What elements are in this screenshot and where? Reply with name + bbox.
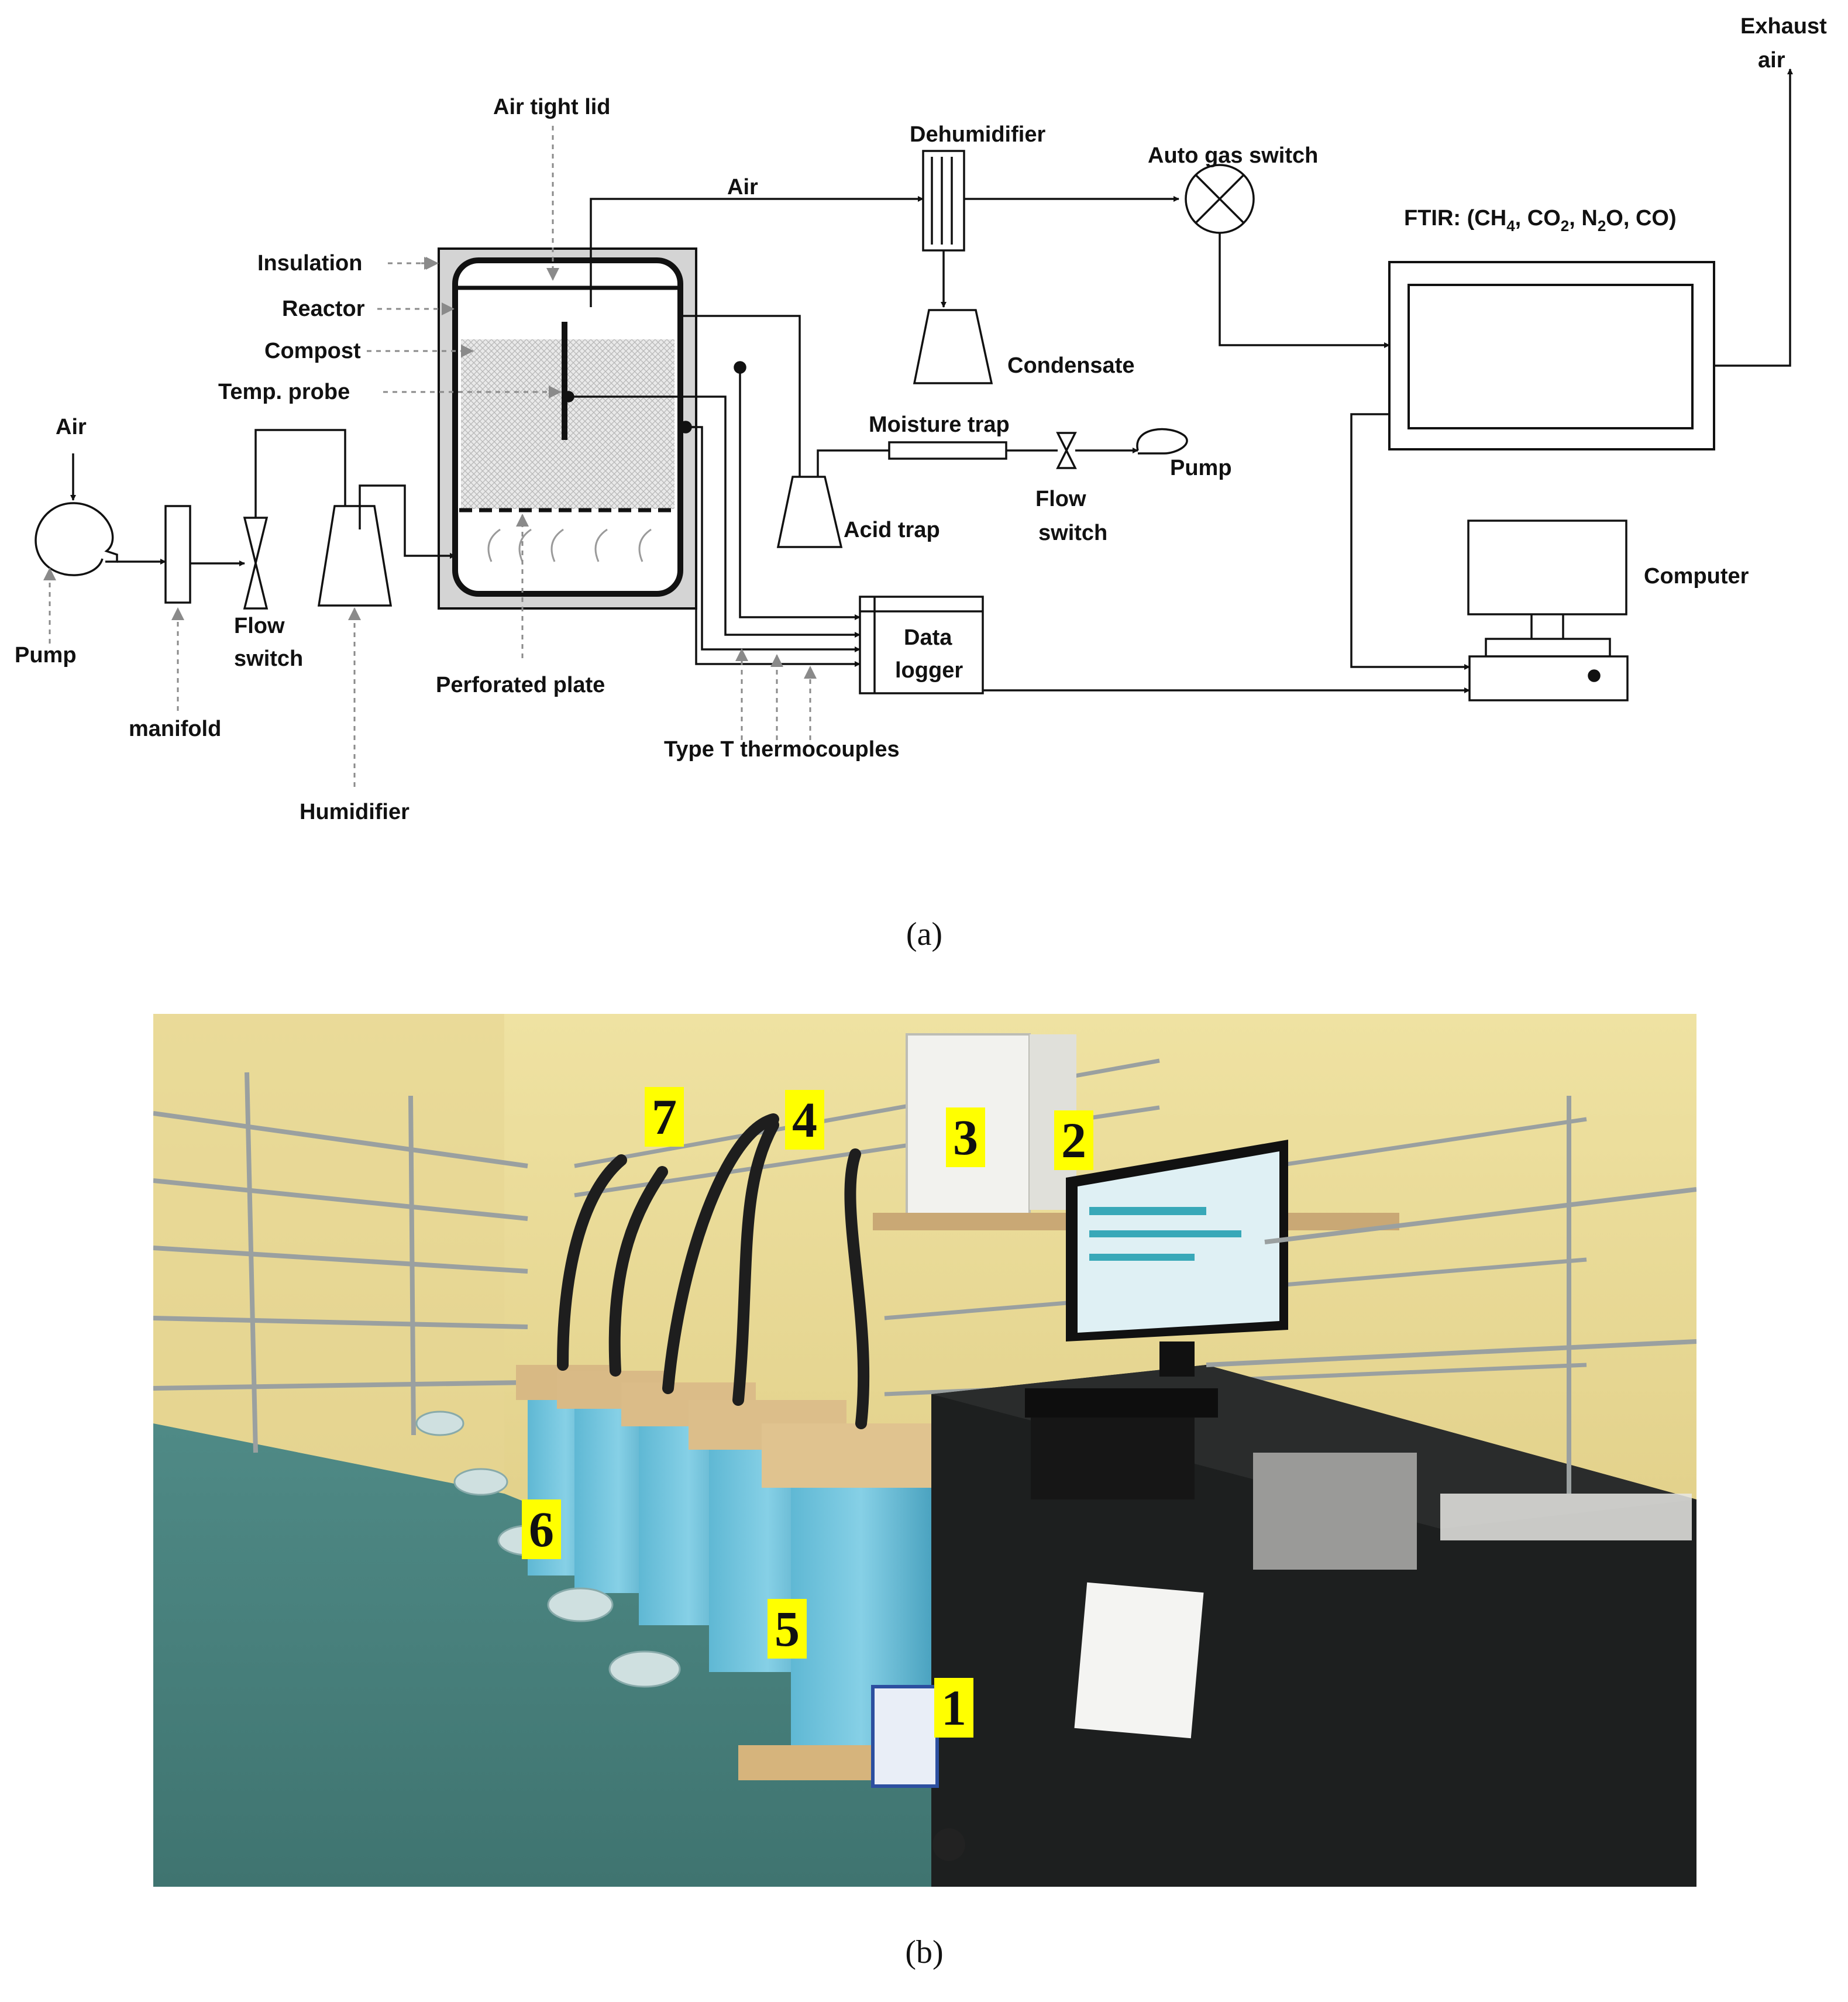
compost-bed: [461, 339, 674, 509]
label-auto-gas-switch: Auto gas switch: [1148, 143, 1318, 168]
label-type-t-thermocouples: Type T thermocouples: [664, 737, 900, 762]
marker-7: 7: [645, 1087, 684, 1147]
computer-monitor: [1467, 520, 1627, 615]
marker-5: 5: [768, 1599, 807, 1659]
label-air-left: Air: [56, 415, 87, 439]
label-exhaust-2: air: [1758, 48, 1785, 73]
label-computer: Computer: [1644, 564, 1749, 589]
label-pump-left: Pump: [15, 643, 77, 668]
label-insulation: Insulation: [257, 251, 362, 276]
marker-2: 2: [1054, 1110, 1093, 1170]
label-compost: Compost: [264, 339, 361, 363]
composting-setup-schematic: Exhaust air Air tight lid Dehumidifier A…: [15, 14, 1827, 824]
airflow-arrows: [487, 528, 652, 562]
label-perforated-plate: Perforated plate: [436, 673, 605, 697]
label-exhaust-1: Exhaust: [1740, 14, 1827, 39]
label-flow-mid-2: switch: [1038, 521, 1107, 545]
humidifier-shape: [317, 505, 393, 607]
label-acid-trap: Acid trap: [844, 518, 940, 542]
acid-trap-shape: [776, 476, 843, 548]
label-humidifier: Humidifier: [300, 800, 409, 824]
manifold-shape: [164, 505, 191, 604]
label-condensate: Condensate: [1007, 353, 1134, 378]
dehumidifier-shape: [922, 150, 965, 252]
lab-setup-photo: 1 2 3 4 5 6 7: [153, 1014, 1696, 1887]
flow-switch-mid: [1056, 432, 1077, 469]
label-manifold: manifold: [129, 717, 221, 741]
label-air-tight-lid: Air tight lid: [493, 95, 611, 119]
marker-3: 3: [946, 1107, 985, 1167]
marker-1: 1: [934, 1678, 973, 1738]
data-logger-shape: [859, 596, 984, 694]
label-air-top: Air: [727, 175, 758, 199]
moisture-trap-shape: [888, 441, 1007, 460]
label-data-logger-1: Data: [904, 625, 952, 650]
label-pump-right: Pump: [1170, 456, 1232, 480]
computer-base: [1468, 655, 1629, 701]
condensate-shape: [913, 309, 993, 384]
label-moisture-trap: Moisture trap: [869, 412, 1010, 437]
marker-6: 6: [522, 1499, 561, 1559]
label-ftir: FTIR: (CH4, CO2, N2O, CO): [1404, 206, 1677, 235]
pump-right-shape: [1136, 428, 1188, 455]
label-data-logger-2: logger: [895, 658, 963, 683]
marker-4: 4: [785, 1090, 824, 1150]
label-flow-mid-1: Flow: [1035, 487, 1086, 511]
label-dehumidifier: Dehumidifier: [910, 122, 1045, 147]
label-reactor: Reactor: [282, 297, 365, 321]
pump-left-shape: [35, 502, 118, 576]
caption-panel-b: (b): [905, 1934, 944, 1970]
flow-switch-left: [243, 517, 269, 610]
label-flow-left-1: Flow: [234, 614, 285, 638]
label-temp-probe: Temp. probe: [218, 380, 350, 404]
label-flow-left-2: switch: [234, 646, 303, 671]
caption-panel-a: (a): [906, 916, 943, 952]
